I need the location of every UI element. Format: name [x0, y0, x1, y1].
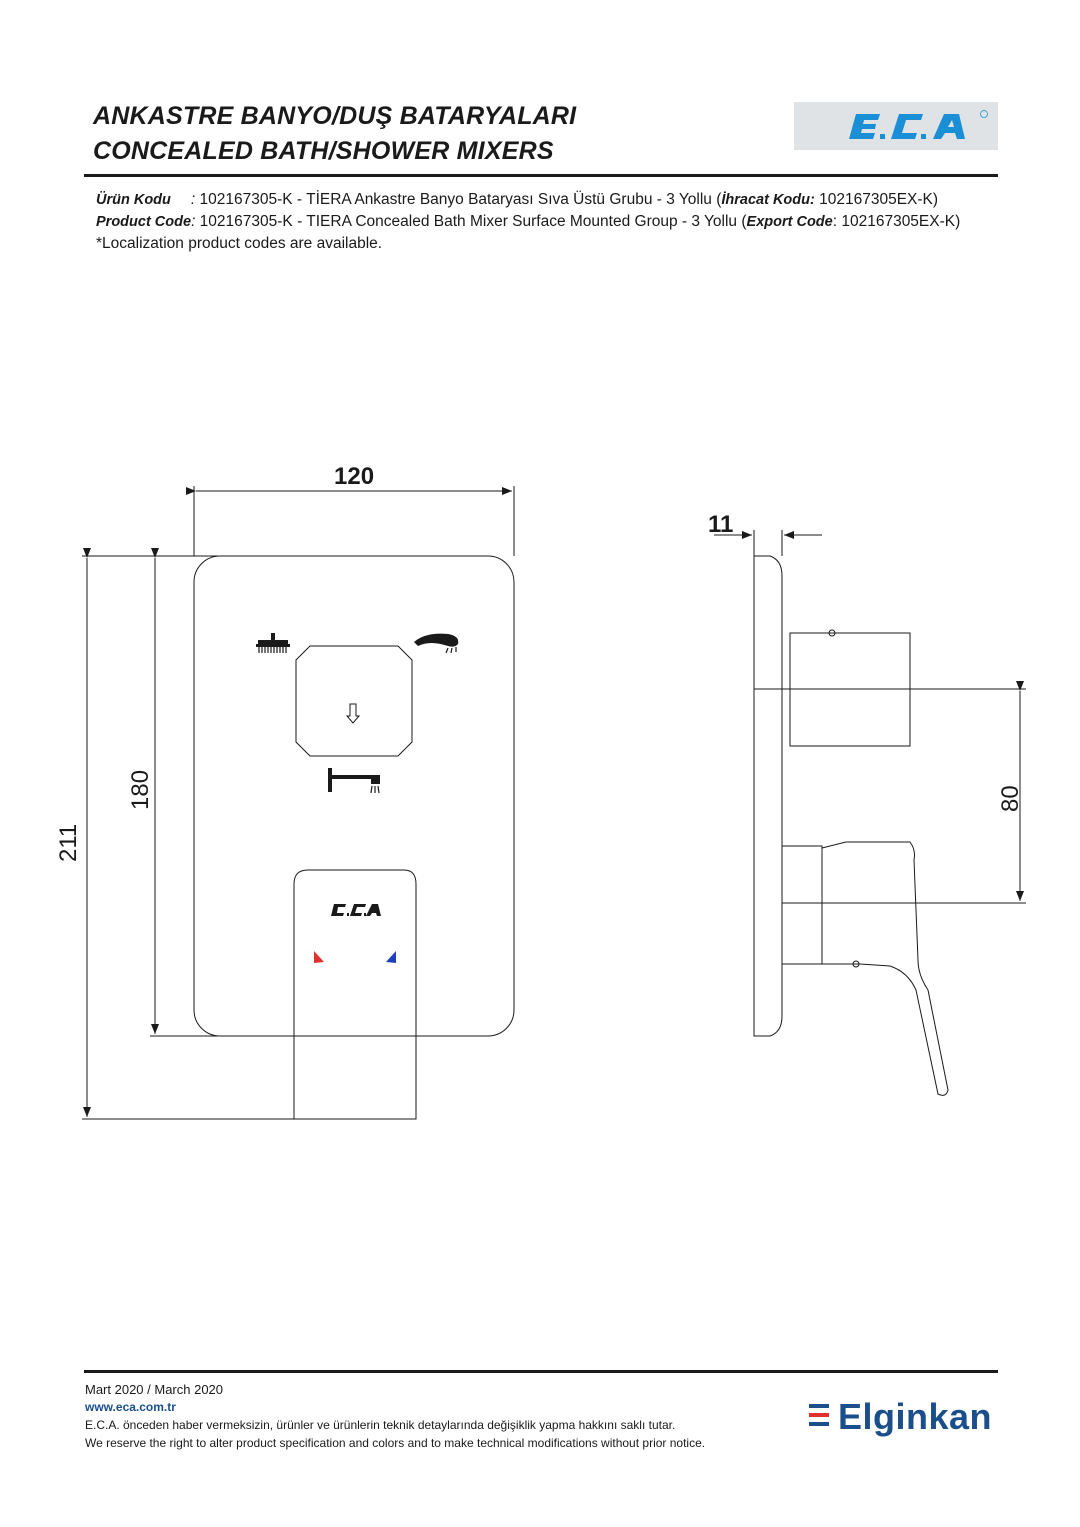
lever-handle-front — [293, 869, 417, 1120]
handle-base-side — [781, 845, 823, 965]
export-code-value-en: : 102167305EX-K) — [832, 213, 961, 230]
technical-drawing: 120 11 180 211 80 — [55, 463, 1026, 1120]
cold-indicator-icon — [386, 951, 396, 963]
product-code-value-en: 102167305-K - TIERA Concealed Bath Mixer… — [195, 213, 747, 230]
header-divider — [84, 174, 998, 177]
product-code-en: Product Code: 102167305-K - TIERA Concea… — [96, 213, 961, 230]
eca-logo — [794, 102, 998, 150]
product-code-label-tr: Ürün Kodu — [96, 192, 171, 208]
hand-shower-icon — [414, 633, 459, 654]
product-code-value-tr: 102167305-K - TİERA Ankastre Banyo Batar… — [199, 191, 722, 208]
page-title-en: CONCEALED BATH/SHOWER MIXERS — [93, 137, 554, 165]
footer-disclaimer-tr: E.C.A. önceden haber vermeksizin, ürünle… — [85, 1418, 676, 1432]
total-height-dimension-label: 211 — [55, 824, 82, 862]
depth-dimension-label: 11 — [708, 511, 733, 538]
export-code-label-tr: İhracat Kodu: — [721, 192, 815, 208]
front-plate-outline — [193, 555, 515, 1037]
side-plate-outline — [753, 555, 783, 1037]
product-code-label-en: Product Code — [96, 214, 192, 230]
footer-url-link[interactable]: www.eca.com.tr — [85, 1400, 176, 1414]
down-arrow-icon — [345, 703, 361, 724]
diverter-knob — [295, 645, 413, 757]
export-code-value-tr: 102167305EX-K) — [814, 191, 939, 208]
plate-height-dimension-label: 180 — [127, 770, 154, 810]
localization-note: *Localization product codes are availabl… — [96, 235, 383, 252]
footer-date: Mart 2020 / March 2020 — [85, 1382, 224, 1397]
width-dimension-label: 120 — [334, 463, 374, 490]
footer-disclaimer-en: We reserve the right to alter product sp… — [85, 1436, 706, 1450]
export-code-label-en: Export Code — [746, 214, 833, 230]
overhead-shower-icon — [256, 633, 290, 653]
eca-lever-logo — [331, 904, 381, 916]
footer-divider — [84, 1370, 998, 1373]
page-title-tr: ANKASTRE BANYO/DUŞ BATARYALARI — [93, 102, 577, 130]
handle-offset-dimension-label: 80 — [997, 785, 1024, 812]
bath-spout-icon — [328, 768, 380, 794]
hot-indicator-icon — [314, 951, 324, 963]
elginkan-logo-text: Elginkan — [838, 1396, 993, 1437]
elginkan-logo-icon — [809, 1404, 829, 1426]
product-code-tr: Ürün Kodu: 102167305-K - TİERA Ankastre … — [96, 191, 939, 208]
lever-handle-side — [821, 841, 949, 1096]
